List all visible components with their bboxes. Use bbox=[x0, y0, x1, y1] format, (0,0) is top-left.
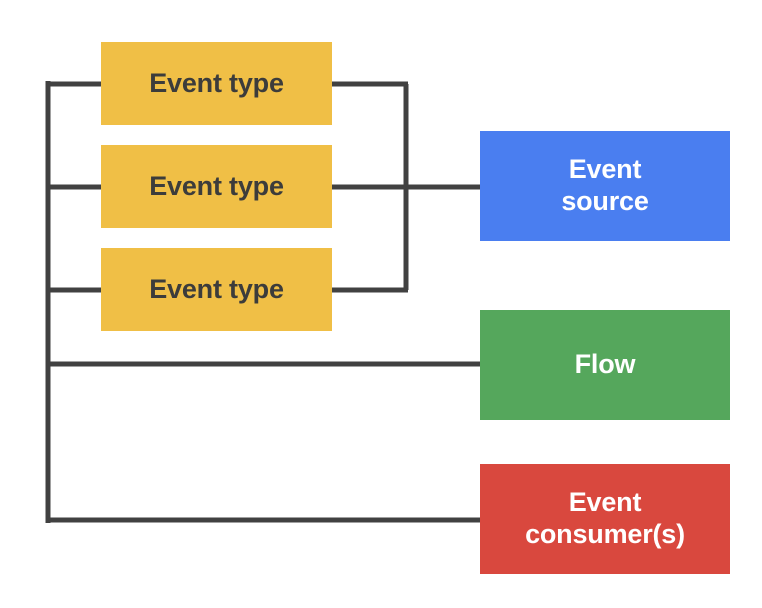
node-event-type-3[interactable]: Event type bbox=[101, 248, 332, 331]
node-label-event-type-2: Event type bbox=[149, 170, 284, 201]
node-label-flow: Flow bbox=[574, 349, 636, 380]
node-event-type-2[interactable]: Event type bbox=[101, 145, 332, 228]
node-label-event-type-3: Event type bbox=[149, 273, 284, 304]
node-label-event-source: Event source bbox=[561, 154, 649, 216]
node-event-type-1[interactable]: Event type bbox=[101, 42, 332, 125]
node-flow[interactable]: Flow bbox=[480, 310, 730, 420]
node-event-source[interactable]: Event source bbox=[480, 131, 730, 241]
node-label-event-type-1: Event type bbox=[149, 67, 284, 98]
node-label-event-consumers: Event consumer(s) bbox=[525, 487, 685, 549]
node-event-consumers[interactable]: Event consumer(s) bbox=[480, 464, 730, 574]
